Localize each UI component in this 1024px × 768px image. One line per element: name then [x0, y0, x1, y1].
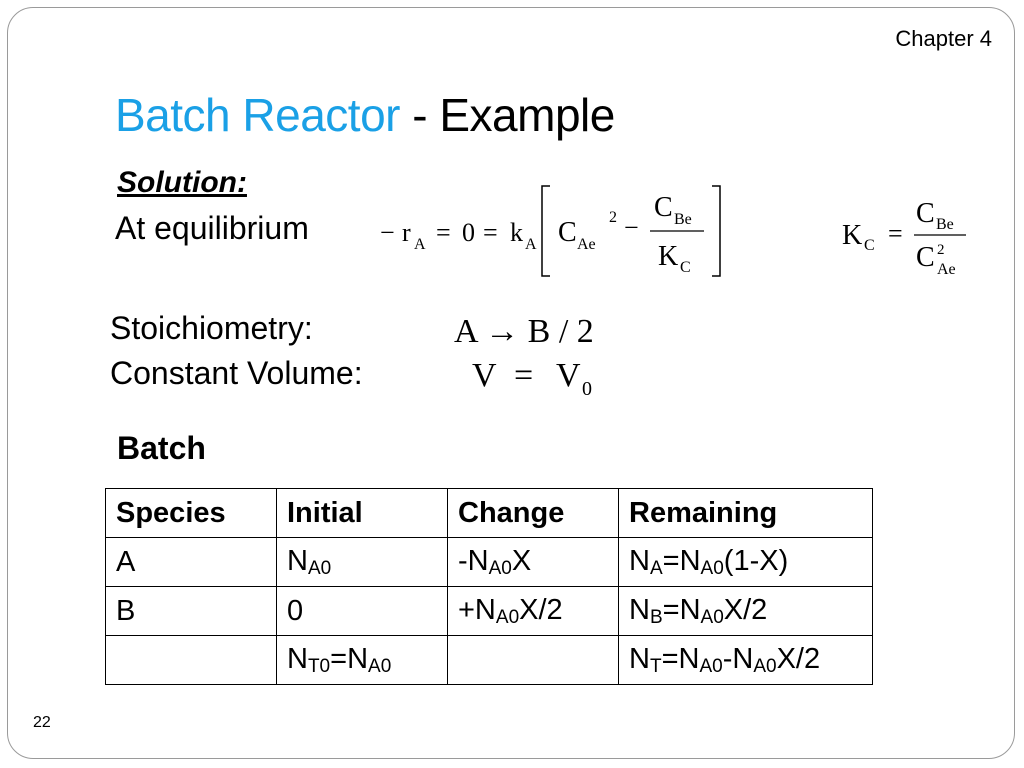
- cell-text: X/2: [723, 593, 768, 626]
- rate-c-sup: 2: [609, 209, 617, 226]
- constant-volume-label: Constant Volume:: [110, 355, 363, 391]
- cell-text: 0: [287, 594, 304, 627]
- rate-eq1: =: [436, 218, 451, 247]
- subscript: A0: [699, 655, 723, 677]
- subscript: A0: [700, 557, 724, 579]
- rate-minus: −: [624, 213, 639, 242]
- title-sub: Example: [439, 89, 615, 141]
- stoichiometry-equation: A → B / 2: [454, 313, 594, 350]
- kc-num: C: [916, 198, 935, 229]
- species-cell: [105, 635, 277, 685]
- kc-den-sup: 2: [937, 242, 945, 258]
- species-cell: B: [105, 586, 277, 636]
- batch-heading: Batch: [117, 430, 206, 466]
- slide-title: Batch Reactor - Example: [115, 88, 615, 142]
- rate-c-sub: Ae: [577, 236, 596, 253]
- cell-text: N: [629, 544, 650, 577]
- subscript: A0: [700, 606, 724, 628]
- subscript: B: [649, 606, 663, 628]
- cell-text: =N: [662, 544, 701, 577]
- rate-num-sub: Be: [674, 211, 692, 228]
- rate-zero: 0: [462, 218, 475, 247]
- rate-equation: − r A = 0 = k A C Ae 2 − C Be K C: [380, 185, 721, 277]
- header-species: Species: [105, 488, 277, 538]
- solution-label: Solution:: [117, 166, 247, 199]
- title-separator: -: [399, 89, 440, 141]
- change-cell: -NA0X: [447, 537, 619, 587]
- subscript: T0: [307, 655, 331, 677]
- rate-k: k: [510, 218, 523, 247]
- kc-k: K: [842, 220, 862, 251]
- cell-text: -N: [722, 642, 754, 675]
- kc-num-sub: Be: [936, 216, 954, 233]
- volume-v0-sub: 0: [582, 378, 592, 400]
- equilibrium-label: At equilibrium: [115, 210, 309, 246]
- rate-r-sub: A: [414, 236, 426, 253]
- table-header-row: Species Initial Change Remaining: [105, 488, 873, 538]
- initial-cell: 0: [276, 586, 448, 636]
- kc-k-sub: C: [864, 237, 875, 254]
- kc-eq: =: [888, 219, 903, 248]
- cell-text: X: [511, 544, 532, 577]
- volume-eq: =: [514, 357, 533, 394]
- rate-eq2: =: [483, 218, 498, 247]
- rate-den: K: [658, 241, 678, 272]
- remaining-cell: NA=NA0(1-X): [618, 537, 873, 587]
- cell-text: =N: [330, 642, 369, 675]
- header-initial: Initial: [276, 488, 448, 538]
- cell-text: +N: [458, 593, 496, 626]
- header-change: Change: [447, 488, 619, 538]
- remaining-cell: NB=NA0X/2: [618, 586, 873, 636]
- page-number: 22: [33, 714, 51, 731]
- cell-text: N: [629, 593, 650, 626]
- volume-v0: V: [556, 357, 581, 394]
- stoichiometry-label: Stoichiometry:: [110, 310, 313, 346]
- remaining-cell: NT=NA0-NA0X/2: [618, 635, 873, 685]
- change-cell: [447, 635, 619, 685]
- title-main: Batch Reactor: [115, 89, 400, 141]
- volume-v: V: [472, 357, 497, 394]
- header-remaining: Remaining: [618, 488, 873, 538]
- cell-text: N: [287, 642, 308, 675]
- rate-neg: −: [380, 218, 395, 247]
- cell-text: X/2: [776, 642, 821, 675]
- stoich-text: A → B / 2: [454, 313, 594, 350]
- subscript: A0: [307, 557, 332, 579]
- rate-r: r: [402, 218, 411, 247]
- rate-k-sub: A: [525, 236, 537, 253]
- cell-text: =N: [662, 593, 701, 626]
- subscript: A0: [495, 606, 520, 628]
- cell-text: X/2: [519, 593, 563, 626]
- subscript: A0: [753, 655, 777, 677]
- cell-text: N: [287, 544, 308, 577]
- chapter-label: Chapter 4: [895, 26, 992, 51]
- rate-num: C: [654, 192, 673, 223]
- subscript: A0: [488, 557, 512, 579]
- cell-text: -N: [458, 544, 489, 577]
- left-bracket: [541, 185, 550, 277]
- initial-cell: NT0=NA0: [276, 635, 448, 685]
- rate-den-sub: C: [680, 259, 691, 276]
- subscript: A: [649, 557, 663, 579]
- initial-cell: NA0: [276, 537, 448, 587]
- volume-equation: V = V 0: [472, 357, 592, 400]
- change-cell: +NA0X/2: [447, 586, 619, 636]
- cell-text: =N: [661, 642, 700, 675]
- subscript: A0: [368, 655, 392, 677]
- cell-text: N: [629, 642, 650, 675]
- kc-equation: K C = C Be C 2 Ae: [842, 198, 966, 278]
- rate-c: C: [558, 217, 577, 248]
- cell-text: (1-X): [723, 544, 789, 577]
- subscript: T: [649, 655, 662, 677]
- species-cell: A: [105, 537, 277, 587]
- right-bracket: [712, 185, 721, 277]
- kc-den: C: [916, 242, 935, 273]
- kc-den-sub: Ae: [937, 261, 956, 278]
